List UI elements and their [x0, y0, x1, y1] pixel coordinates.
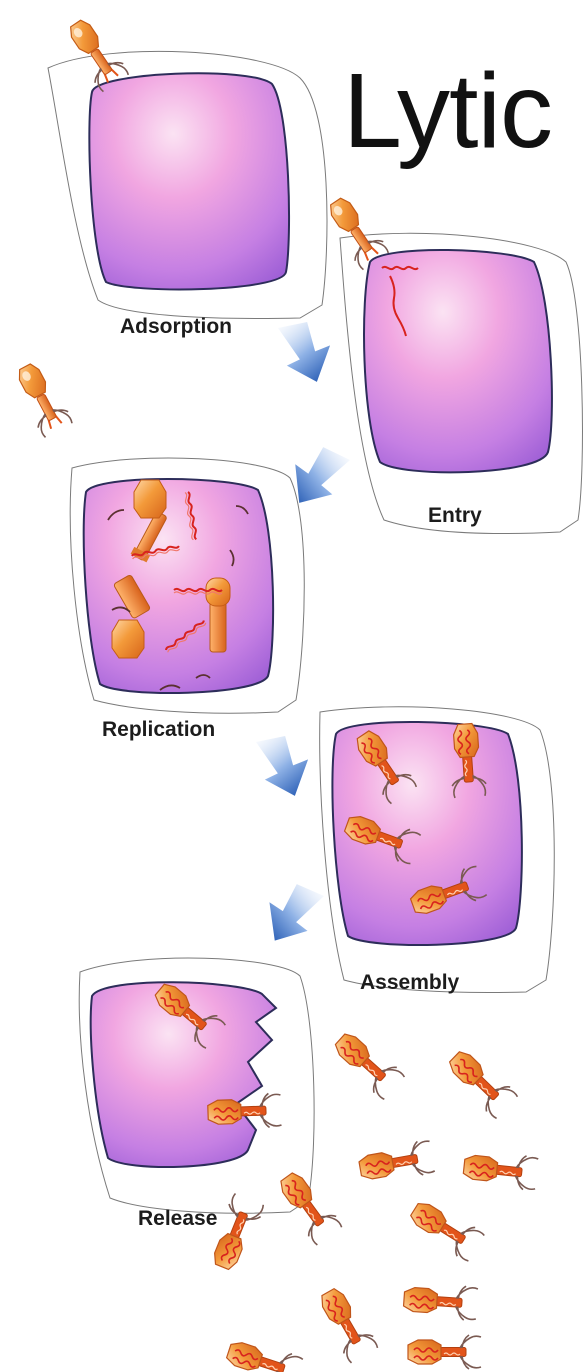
phage-free — [10, 359, 74, 439]
cell-entry — [340, 233, 582, 533]
arrow-replication-to-assembly — [249, 732, 311, 797]
cell-adsorption — [48, 51, 327, 318]
diagram-title: Lytic — [343, 58, 552, 164]
label-replication: Replication — [102, 719, 215, 740]
cell-assembly — [320, 707, 555, 993]
cell-release — [79, 958, 314, 1213]
label-entry: Entry — [428, 505, 482, 526]
cell-replication — [70, 458, 304, 713]
arrow-adsorption-to-entry — [271, 318, 333, 383]
label-release: Release — [138, 1208, 217, 1229]
label-adsorption: Adsorption — [120, 316, 232, 337]
label-assembly: Assembly — [360, 972, 459, 993]
arrow-entry-to-replication — [291, 444, 351, 507]
arrow-assembly-to-release — [267, 882, 325, 944]
